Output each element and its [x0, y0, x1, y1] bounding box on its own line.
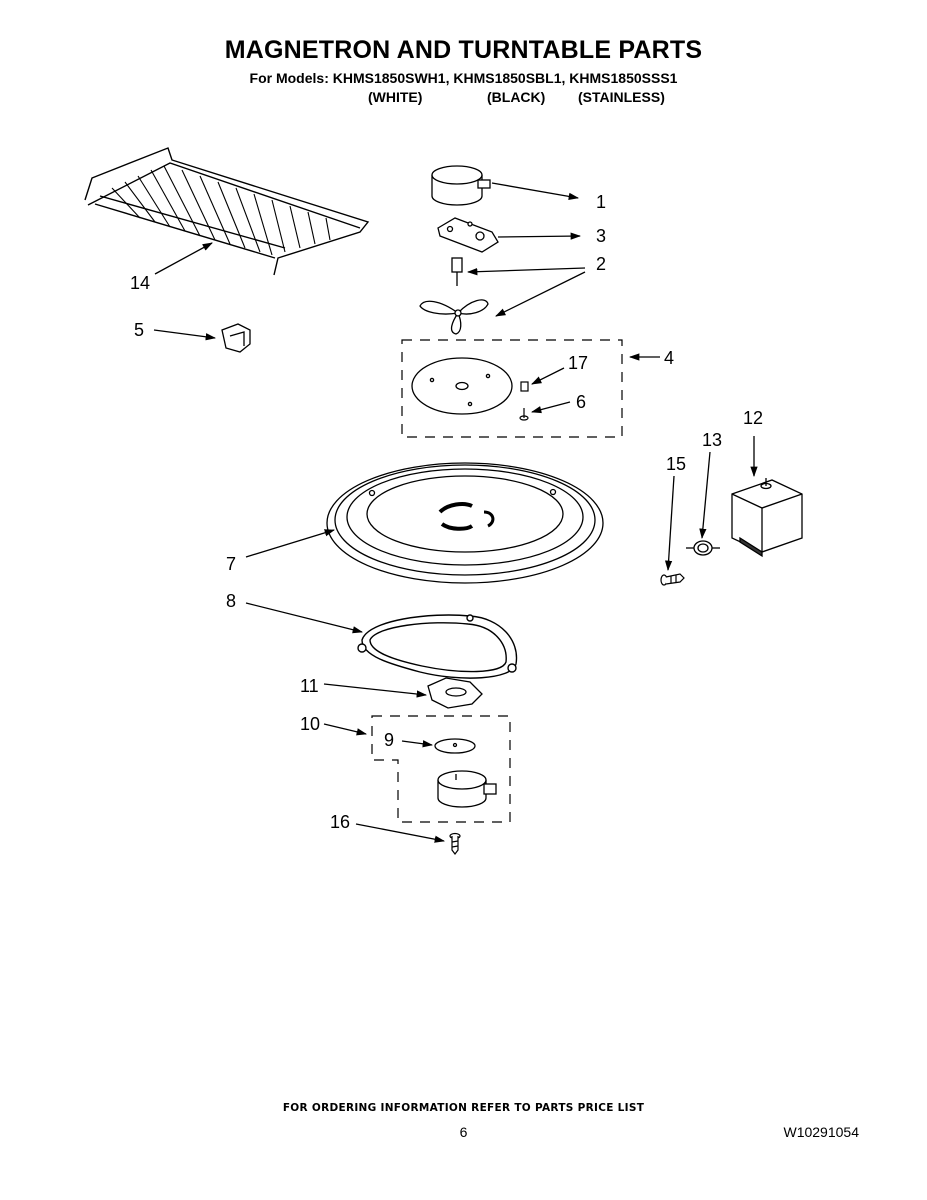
document-number: W10291054 — [783, 1124, 859, 1140]
callout-1: 1 — [596, 192, 606, 212]
page-number: 6 — [459, 1124, 468, 1140]
callout-7: 7 — [226, 554, 236, 574]
leader-2b — [495, 271, 586, 317]
leader-16 — [355, 823, 446, 843]
callout-17: 17 — [568, 353, 588, 373]
thermal-cutout-part — [686, 540, 720, 556]
leader-11 — [323, 683, 428, 698]
fan-blade-part — [419, 299, 489, 335]
callout-10: 10 — [300, 714, 320, 734]
oven-rack-part — [84, 147, 370, 276]
leader-14 — [154, 242, 213, 275]
leader-3 — [497, 232, 582, 240]
leader-5 — [153, 329, 217, 341]
stirrer-screw-part — [519, 408, 529, 421]
turntable-motor-part — [437, 770, 497, 808]
magnetron-part — [731, 478, 803, 558]
assembly-4-box — [401, 339, 623, 438]
stirrer-washer-part — [520, 381, 529, 392]
coupler-part — [427, 677, 483, 709]
callout-11: 11 — [300, 676, 319, 696]
leader-6 — [530, 401, 571, 414]
finish-white-label: (WHITE) — [368, 89, 423, 105]
drive-disc-part — [434, 738, 476, 754]
shaft-part — [451, 257, 463, 286]
leader-17 — [531, 367, 565, 385]
stirrer-plate-part — [411, 357, 513, 415]
callout-14: 14 — [130, 273, 150, 293]
leader-13 — [699, 451, 711, 540]
leader-7 — [245, 529, 335, 558]
callout-15: 15 — [666, 454, 686, 474]
callout-4: 4 — [664, 348, 674, 368]
callout-2: 2 — [596, 254, 606, 274]
callout-6: 6 — [576, 392, 586, 412]
leader-10 — [323, 723, 368, 736]
mounting-screw-part — [660, 573, 685, 586]
callout-16: 16 — [330, 812, 350, 832]
leader-15 — [664, 475, 675, 572]
finish-stainless-label: (STAINLESS) — [578, 89, 665, 105]
leader-8 — [245, 602, 364, 634]
callout-8: 8 — [226, 591, 236, 611]
glass-turntable-tray-part — [326, 462, 604, 584]
clip-part — [221, 323, 251, 353]
roller-ring-part — [357, 614, 518, 679]
leader-2a — [466, 267, 586, 276]
motor-screw-part — [449, 832, 461, 855]
models-line: For Models: KHMS1850SWH1, KHMS1850SBL1, … — [249, 70, 678, 86]
callout-9: 9 — [384, 730, 394, 750]
ordering-note: FOR ORDERING INFORMATION REFER TO PARTS … — [282, 1102, 645, 1114]
motor-bracket-part — [437, 217, 499, 253]
callout-5: 5 — [134, 320, 144, 340]
callout-3: 3 — [596, 226, 606, 246]
fan-motor-part — [431, 165, 491, 206]
page-title: MAGNETRON AND TURNTABLE PARTS — [224, 36, 703, 64]
leader-1 — [491, 182, 580, 200]
callout-12: 12 — [743, 408, 763, 428]
finish-black-label: (BLACK) — [487, 89, 546, 105]
leader-9 — [401, 740, 434, 748]
callout-13: 13 — [702, 430, 722, 450]
